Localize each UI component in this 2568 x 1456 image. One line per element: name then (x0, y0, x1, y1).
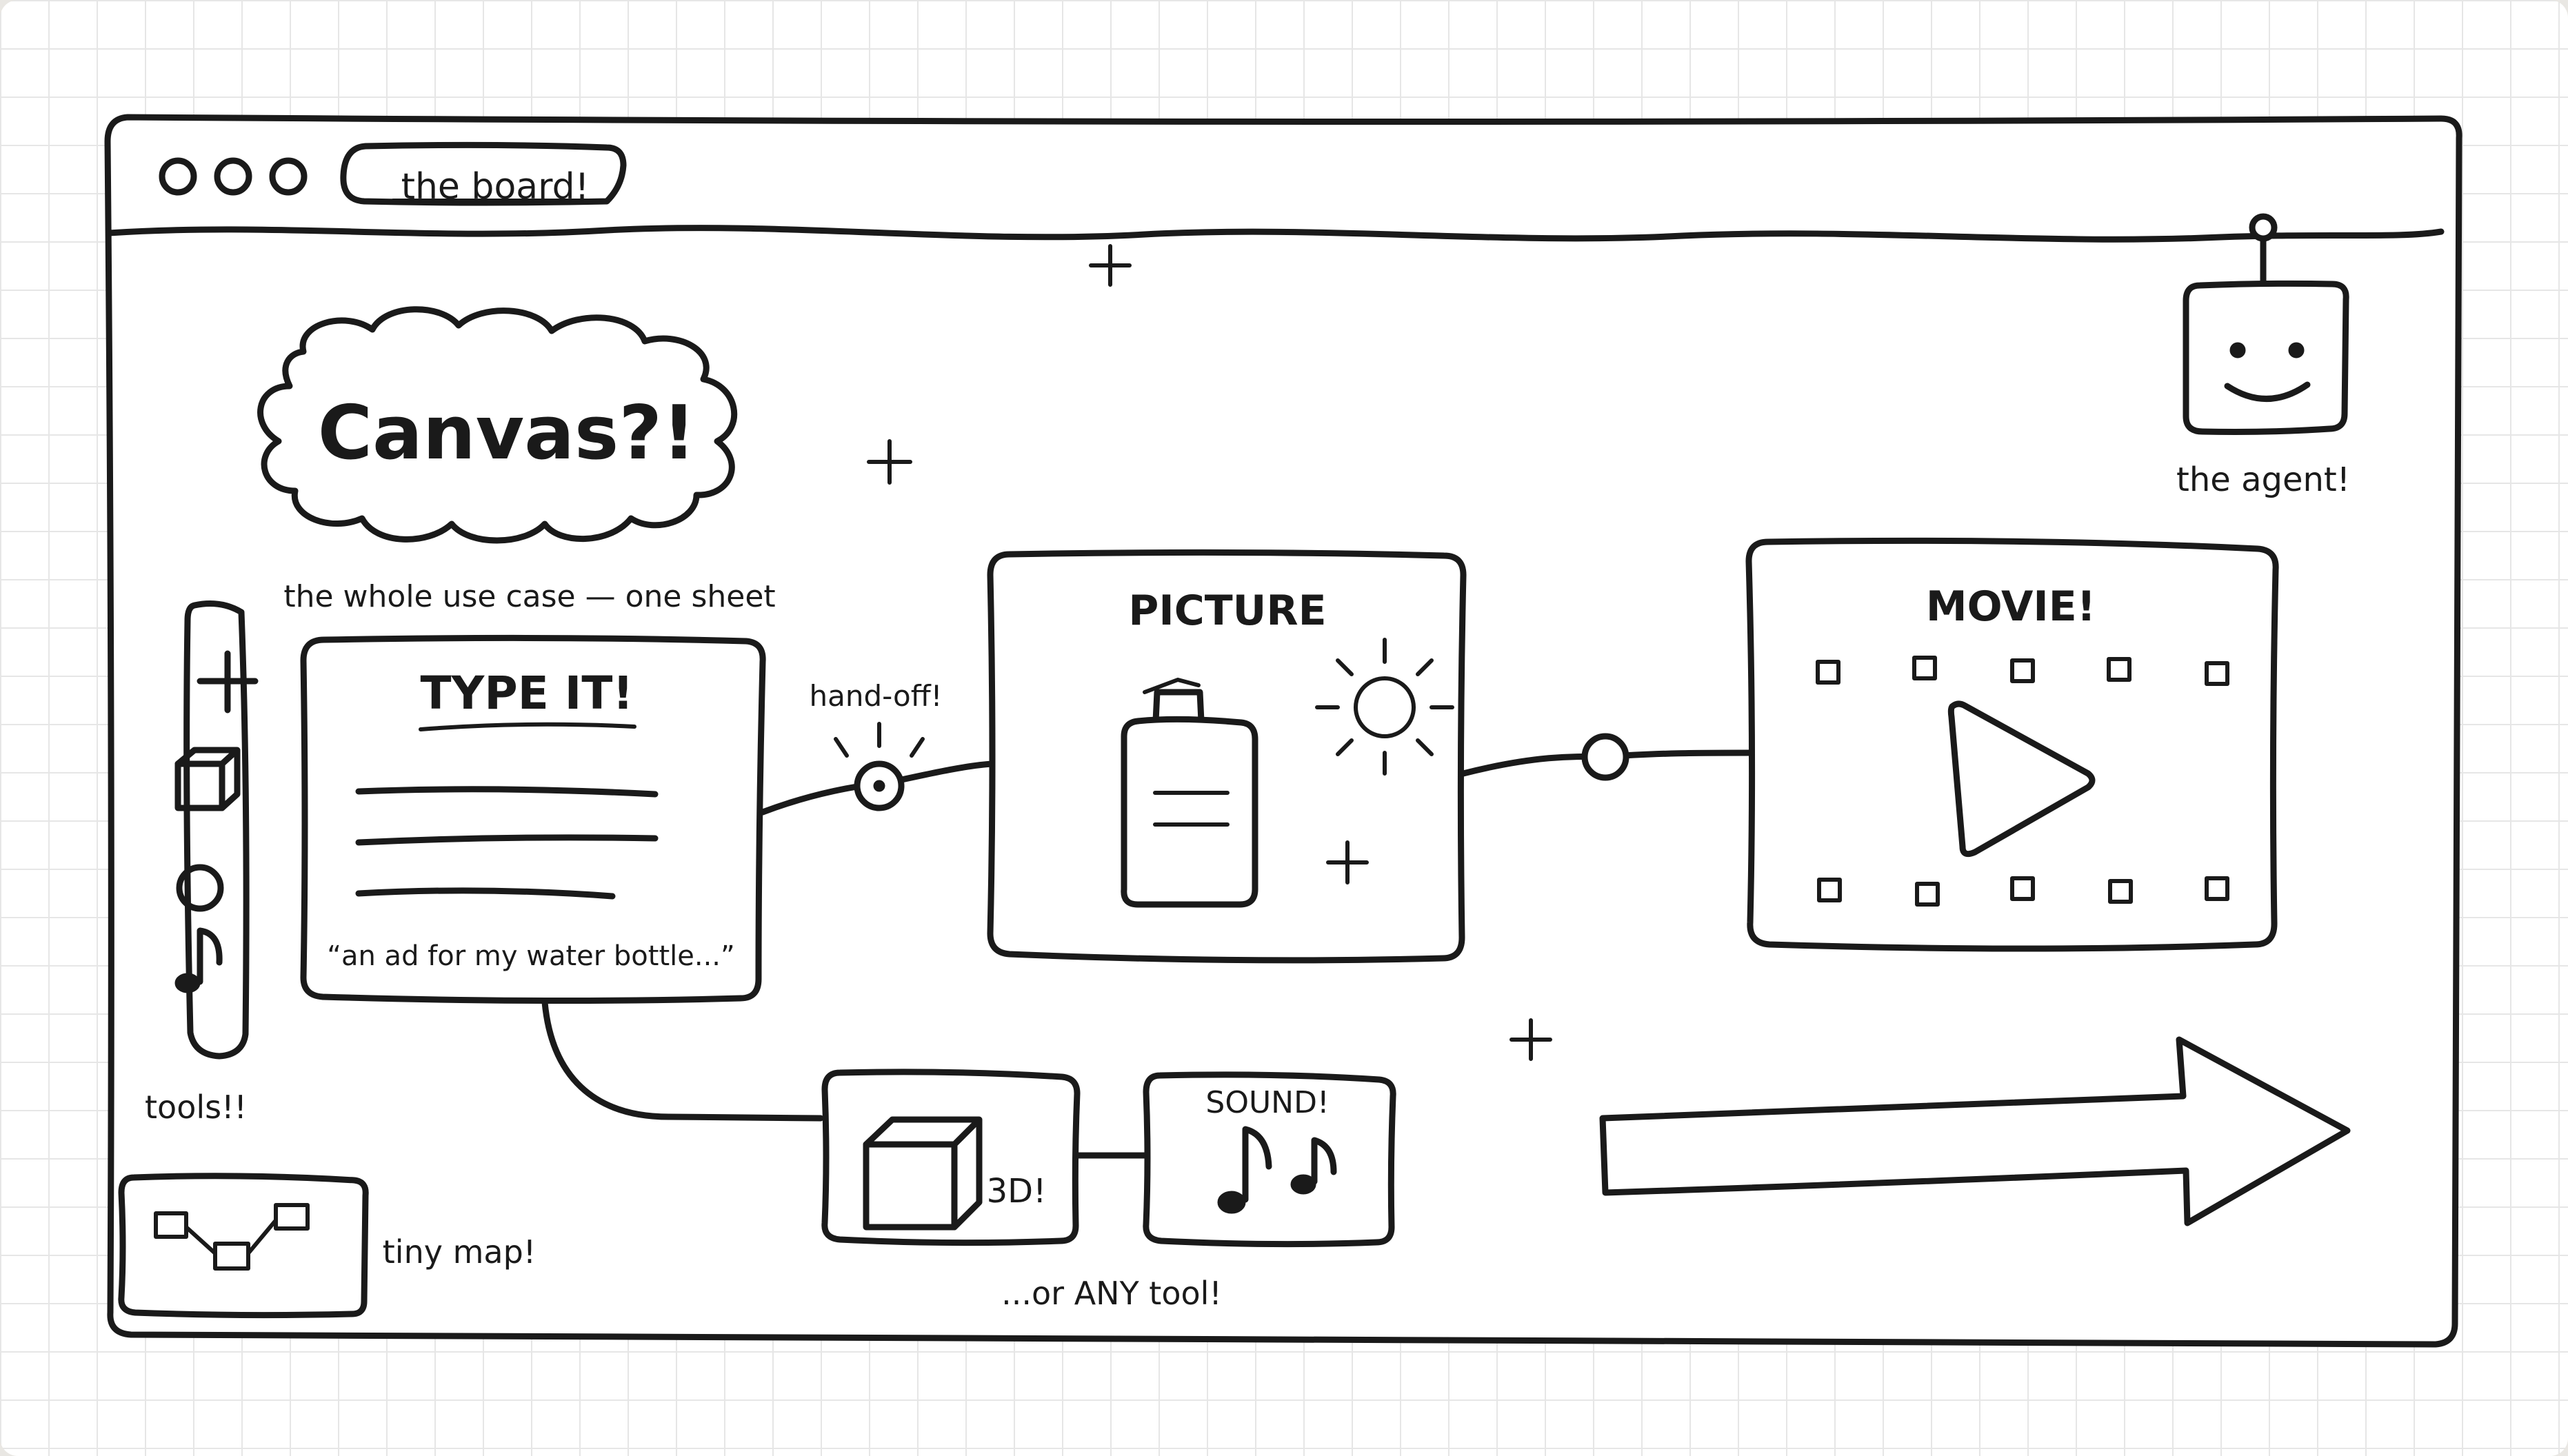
type-it-title: TYPE IT! (421, 667, 634, 720)
any-tool-caption: ...or ANY tool! (1001, 1275, 1222, 1312)
type-it-quote: “an ad for my water bottle...” (327, 940, 734, 972)
tiny-map-label: tiny map! (383, 1233, 536, 1271)
window-minimize-button[interactable] (214, 157, 252, 196)
crosshair-marker (1509, 1018, 1552, 1061)
3d-card[interactable] (821, 1069, 1081, 1246)
window-tab[interactable] (340, 141, 627, 206)
window-close-button[interactable] (159, 157, 197, 196)
water-bottle-icon (1121, 678, 1258, 908)
type-it-title-underline (419, 722, 636, 731)
handoff-spark-icon (834, 722, 925, 758)
connector-type-to-3d (541, 999, 824, 1122)
sound-title: SOUND! (1205, 1085, 1329, 1120)
big-arrow-icon (1599, 1036, 2351, 1226)
crosshair-marker (1089, 244, 1132, 287)
type-it-card[interactable] (300, 634, 766, 1004)
film-strip-holes (1816, 656, 2229, 907)
plus-icon[interactable] (197, 650, 259, 714)
handoff-label: hand-off! (809, 679, 942, 713)
music-note-icon[interactable] (174, 927, 223, 993)
window-maximize-button[interactable] (269, 157, 308, 196)
agent-label: the agent! (2176, 461, 2350, 499)
map-graph-icon (154, 1203, 310, 1271)
agent-antenna-bulb (2249, 213, 2278, 242)
music-notes-icon (1217, 1126, 1337, 1214)
movie-title: MOVIE! (1926, 583, 2096, 631)
crosshair-marker (867, 439, 912, 485)
3d-label: 3D! (987, 1172, 1047, 1211)
connector-node-dot (873, 780, 885, 792)
robot-face-icon[interactable] (2183, 280, 2349, 435)
connector-node[interactable] (1581, 733, 1629, 781)
crosshair-marker (1326, 840, 1369, 884)
cube-icon[interactable] (174, 747, 241, 811)
cloud-title: Canvas?! (318, 390, 696, 476)
play-icon[interactable] (1947, 700, 2096, 858)
picture-title: PICTURE (1128, 587, 1326, 635)
window-header-divider (106, 225, 2445, 243)
canvas-cloud (257, 306, 738, 544)
cloud-caption: the whole use case — one sheet (283, 579, 775, 614)
tools-label: tools!! (145, 1089, 247, 1126)
type-it-text-lines (355, 786, 659, 900)
circle-icon[interactable] (176, 864, 224, 912)
sun-icon (1315, 638, 1454, 776)
cube-3d-icon (863, 1116, 983, 1231)
